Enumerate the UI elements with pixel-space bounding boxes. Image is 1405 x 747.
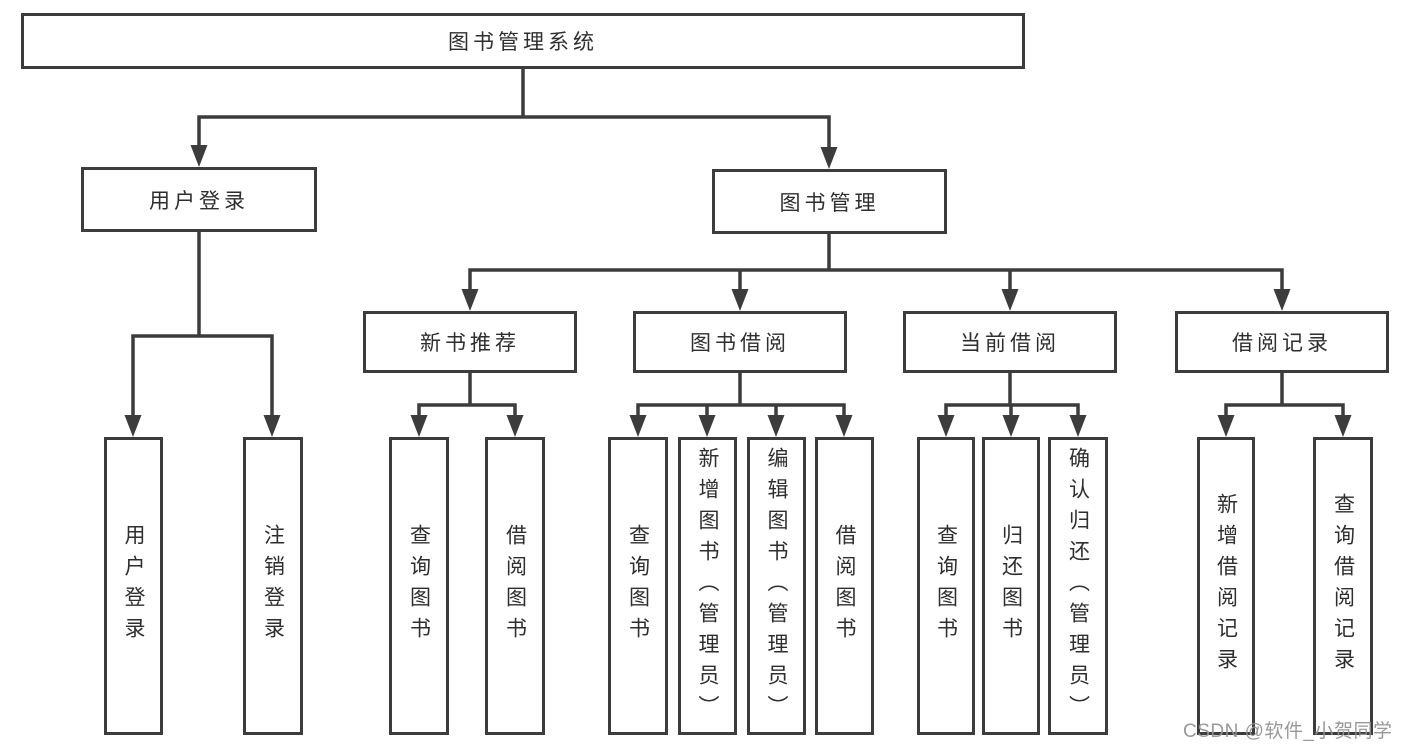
leaf-query-borrow-record: 查询借阅记录 (1313, 437, 1373, 735)
leaf-label: 借阅图书 (833, 524, 857, 648)
node-current-borrow: 当前借阅 (903, 311, 1117, 373)
leaf-label: 新增图书（管理员） (696, 446, 720, 726)
leaf-confirm-return: 确认归还（管理员） (1048, 437, 1108, 735)
node-new-books: 新书推荐 (363, 311, 577, 373)
connector-root-to-level1 (190, 67, 838, 169)
node-borrow-records: 借阅记录 (1175, 311, 1389, 373)
leaf-borrow-books-2: 借阅图书 (815, 437, 874, 735)
node-book-borrow: 图书借阅 (633, 311, 847, 373)
csdn-watermark: CSDN @软件_小贺同学 (1183, 721, 1393, 742)
node-user-login: 用户登录 (81, 167, 317, 232)
connector-new-books-children (410, 371, 524, 437)
leaf-return-books: 归还图书 (982, 437, 1040, 735)
leaf-logout: 注销登录 (243, 437, 303, 735)
leaf-label: 用户登录 (122, 524, 146, 648)
leaf-borrow-books-1: 借阅图书 (485, 437, 545, 735)
node-root: 图书管理系统 (21, 13, 1025, 69)
connector-borrow-records-children (1217, 371, 1352, 437)
leaf-add-books: 新增图书（管理员） (678, 437, 737, 735)
leaf-label: 归还图书 (999, 524, 1023, 648)
connector-book-mgmt-children (461, 232, 1291, 311)
leaf-user-login: 用户登录 (104, 437, 163, 735)
node-book-mgmt: 图书管理 (712, 169, 947, 234)
leaf-label: 查询图书 (934, 524, 958, 648)
leaf-label: 查询图书 (407, 524, 431, 648)
leaf-query-books-2: 查询图书 (608, 437, 668, 735)
leaf-query-books-1: 查询图书 (389, 437, 449, 735)
connector-user-login-children (124, 230, 281, 437)
leaf-label: 确认归还（管理员） (1066, 446, 1090, 726)
leaf-edit-books: 编辑图书（管理员） (747, 437, 806, 735)
connector-book-borrow-children (629, 371, 853, 437)
leaf-label: 注销登录 (261, 524, 285, 648)
leaf-label: 新增借阅记录 (1214, 493, 1238, 679)
leaf-label: 查询借阅记录 (1331, 493, 1355, 679)
leaf-query-books-3: 查询图书 (917, 437, 975, 735)
leaf-add-borrow-record: 新增借阅记录 (1197, 437, 1255, 735)
leaf-label: 查询图书 (626, 524, 650, 648)
connector-current-borrow-children (937, 371, 1087, 437)
leaf-label: 借阅图书 (503, 524, 527, 648)
leaf-label: 编辑图书（管理员） (765, 446, 789, 726)
